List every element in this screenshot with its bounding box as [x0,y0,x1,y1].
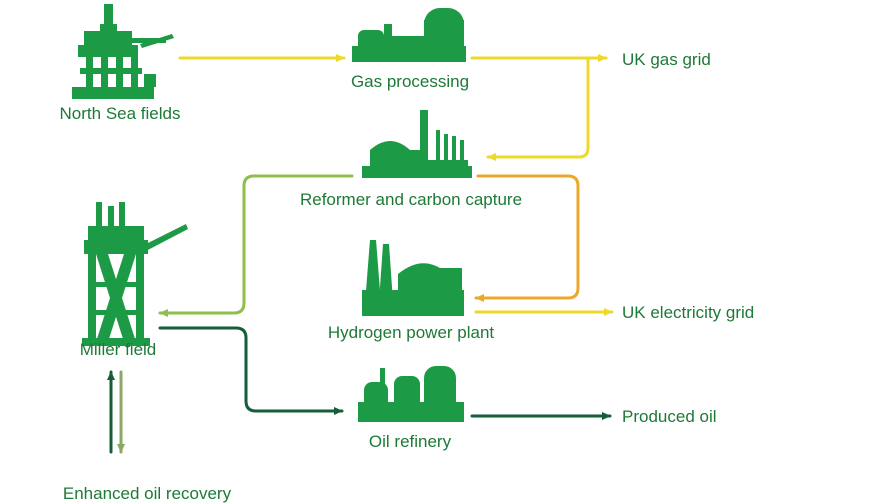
arrow-reformer-to-hydrogen-plant [474,174,580,302]
oil-platform-icon [72,4,174,99]
miller-field-label: Miller field [79,340,157,359]
enhanced-oil-recovery-label: Enhanced oil recovery [62,484,232,503]
arrow-miller-field-to-refinery [158,326,344,415]
reformer-label: Reformer and carbon capture [299,190,523,209]
arrow-reformer-to-miller-field [158,174,354,317]
offshore-rig-icon [82,202,188,346]
reformer-plant-icon [362,110,472,178]
gas-processing-label: Gas processing [350,72,470,91]
refinery-icon [358,366,464,422]
oil-refinery-label: Oil refinery [368,432,452,451]
north-sea-fields-label: North Sea fields [59,104,181,123]
gas-processing-plant-icon [352,8,466,62]
hydrogen-power-plant-label: Hydrogen power plant [327,323,495,342]
produced-oil-label: Produced oil [622,407,717,426]
arrow-gas-grid-to-reformer [486,56,590,161]
uk-electricity-grid-label: UK electricity grid [622,303,755,322]
power-plant-icon [362,240,464,316]
uk-gas-grid-label: UK gas grid [622,50,711,69]
